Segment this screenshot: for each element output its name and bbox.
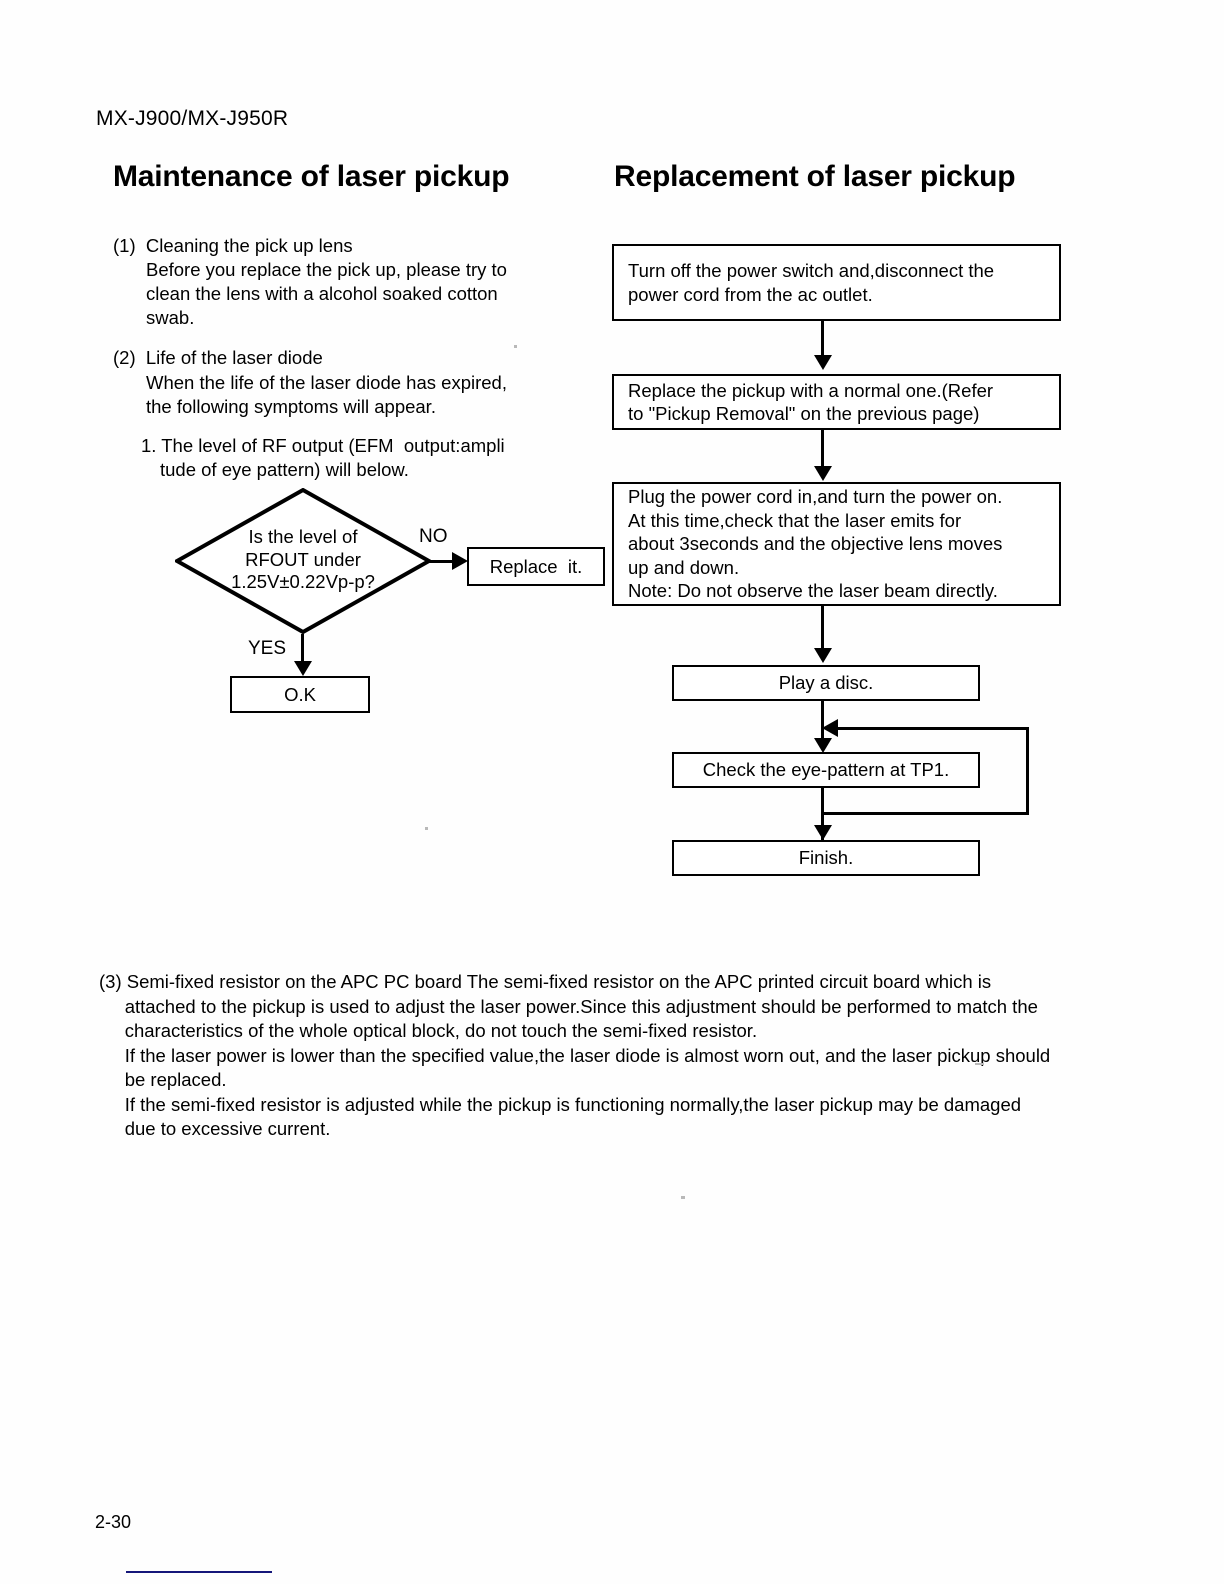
branch-label-yes: YES <box>248 638 287 659</box>
scan-speckle <box>681 1196 685 1199</box>
flow-box-step-3: Plug the power cord in,and turn the powe… <box>612 482 1061 606</box>
item-2-sub-1-heading: 1. The level of RF output (EFM output:am… <box>141 435 505 456</box>
arrowhead-down-icon <box>814 648 832 663</box>
connector-yes-vertical <box>301 634 304 664</box>
diamond-outline-icon <box>175 488 431 634</box>
flow-box-replace-it-label: Replace it. <box>489 555 583 577</box>
arrowhead-down-icon <box>814 355 832 370</box>
flow-box-step-1-label: Turn off the power switch and,disconnect… <box>628 260 995 305</box>
arrowhead-left-icon <box>822 719 838 737</box>
loop-segment-up <box>1026 727 1029 815</box>
arrowhead-down-icon <box>294 661 312 676</box>
model-number: MX-J900/MX-J950R <box>96 107 289 130</box>
loop-segment-right <box>821 812 1029 815</box>
scan-speckle <box>975 1063 984 1065</box>
left-column-title: Maintenance of laser pickup <box>113 160 510 193</box>
bottom-note-paragraph: (3) Semi-fixed resistor on the APC PC bo… <box>99 971 1051 1139</box>
item-1-body: Before you replace the pick up, please t… <box>146 259 507 329</box>
scan-speckle <box>514 345 517 348</box>
flow-box-step-5-label: Check the eye-pattern at TP1. <box>702 759 950 781</box>
flow-box-step-6-label: Finish. <box>798 847 854 869</box>
flow-box-step-4-label: Play a disc. <box>778 672 874 694</box>
flow-box-step-1: Turn off the power switch and,disconnect… <box>612 244 1061 321</box>
decision-diamond: Is the level of RFOUT under 1.25V±0.22Vp… <box>175 488 431 634</box>
page-number: 2-30 <box>95 1512 132 1532</box>
arrowhead-down-icon <box>814 466 832 481</box>
flow-box-step-3-label: Plug the power cord in,and turn the powe… <box>628 486 1003 602</box>
arrowhead-down-icon <box>814 825 832 840</box>
item-2-body: When the life of the laser diode has exp… <box>146 372 507 418</box>
branch-label-no: NO <box>419 526 448 547</box>
loop-segment-down <box>821 788 824 815</box>
item-1-heading: (1) Cleaning the pick up lens <box>113 235 353 256</box>
flow-box-step-6: Finish. <box>672 840 980 876</box>
connector-2-3 <box>821 430 824 474</box>
item-2-sub-1-body: tude of eye pattern) will below. <box>160 459 409 480</box>
arrowhead-down-icon <box>814 738 832 753</box>
connector-1-2 <box>821 321 824 359</box>
flow-box-ok-label: O.K <box>284 683 316 705</box>
item-2-heading: (2) Life of the laser diode <box>113 347 323 368</box>
decision-label: Is the level of RFOUT under 1.25V±0.22Vp… <box>231 526 375 592</box>
flow-box-replace-it: Replace it. <box>467 547 605 586</box>
connector-no-horizontal <box>428 560 460 563</box>
flow-box-step-2: Replace the pickup with a normal one.(Re… <box>612 374 1061 430</box>
scan-speckle <box>425 827 428 830</box>
footer-rule <box>126 1571 272 1573</box>
flow-box-ok: O.K <box>230 676 370 713</box>
loop-segment-left <box>838 727 1029 730</box>
right-column-title: Replacement of laser pickup <box>614 160 1016 193</box>
flow-box-step-2-label: Replace the pickup with a normal one.(Re… <box>628 379 994 425</box>
flow-box-step-5: Check the eye-pattern at TP1. <box>672 752 980 788</box>
arrowhead-right-icon <box>452 552 468 570</box>
connector-3-4 <box>821 606 824 654</box>
flow-box-step-4: Play a disc. <box>672 665 980 701</box>
